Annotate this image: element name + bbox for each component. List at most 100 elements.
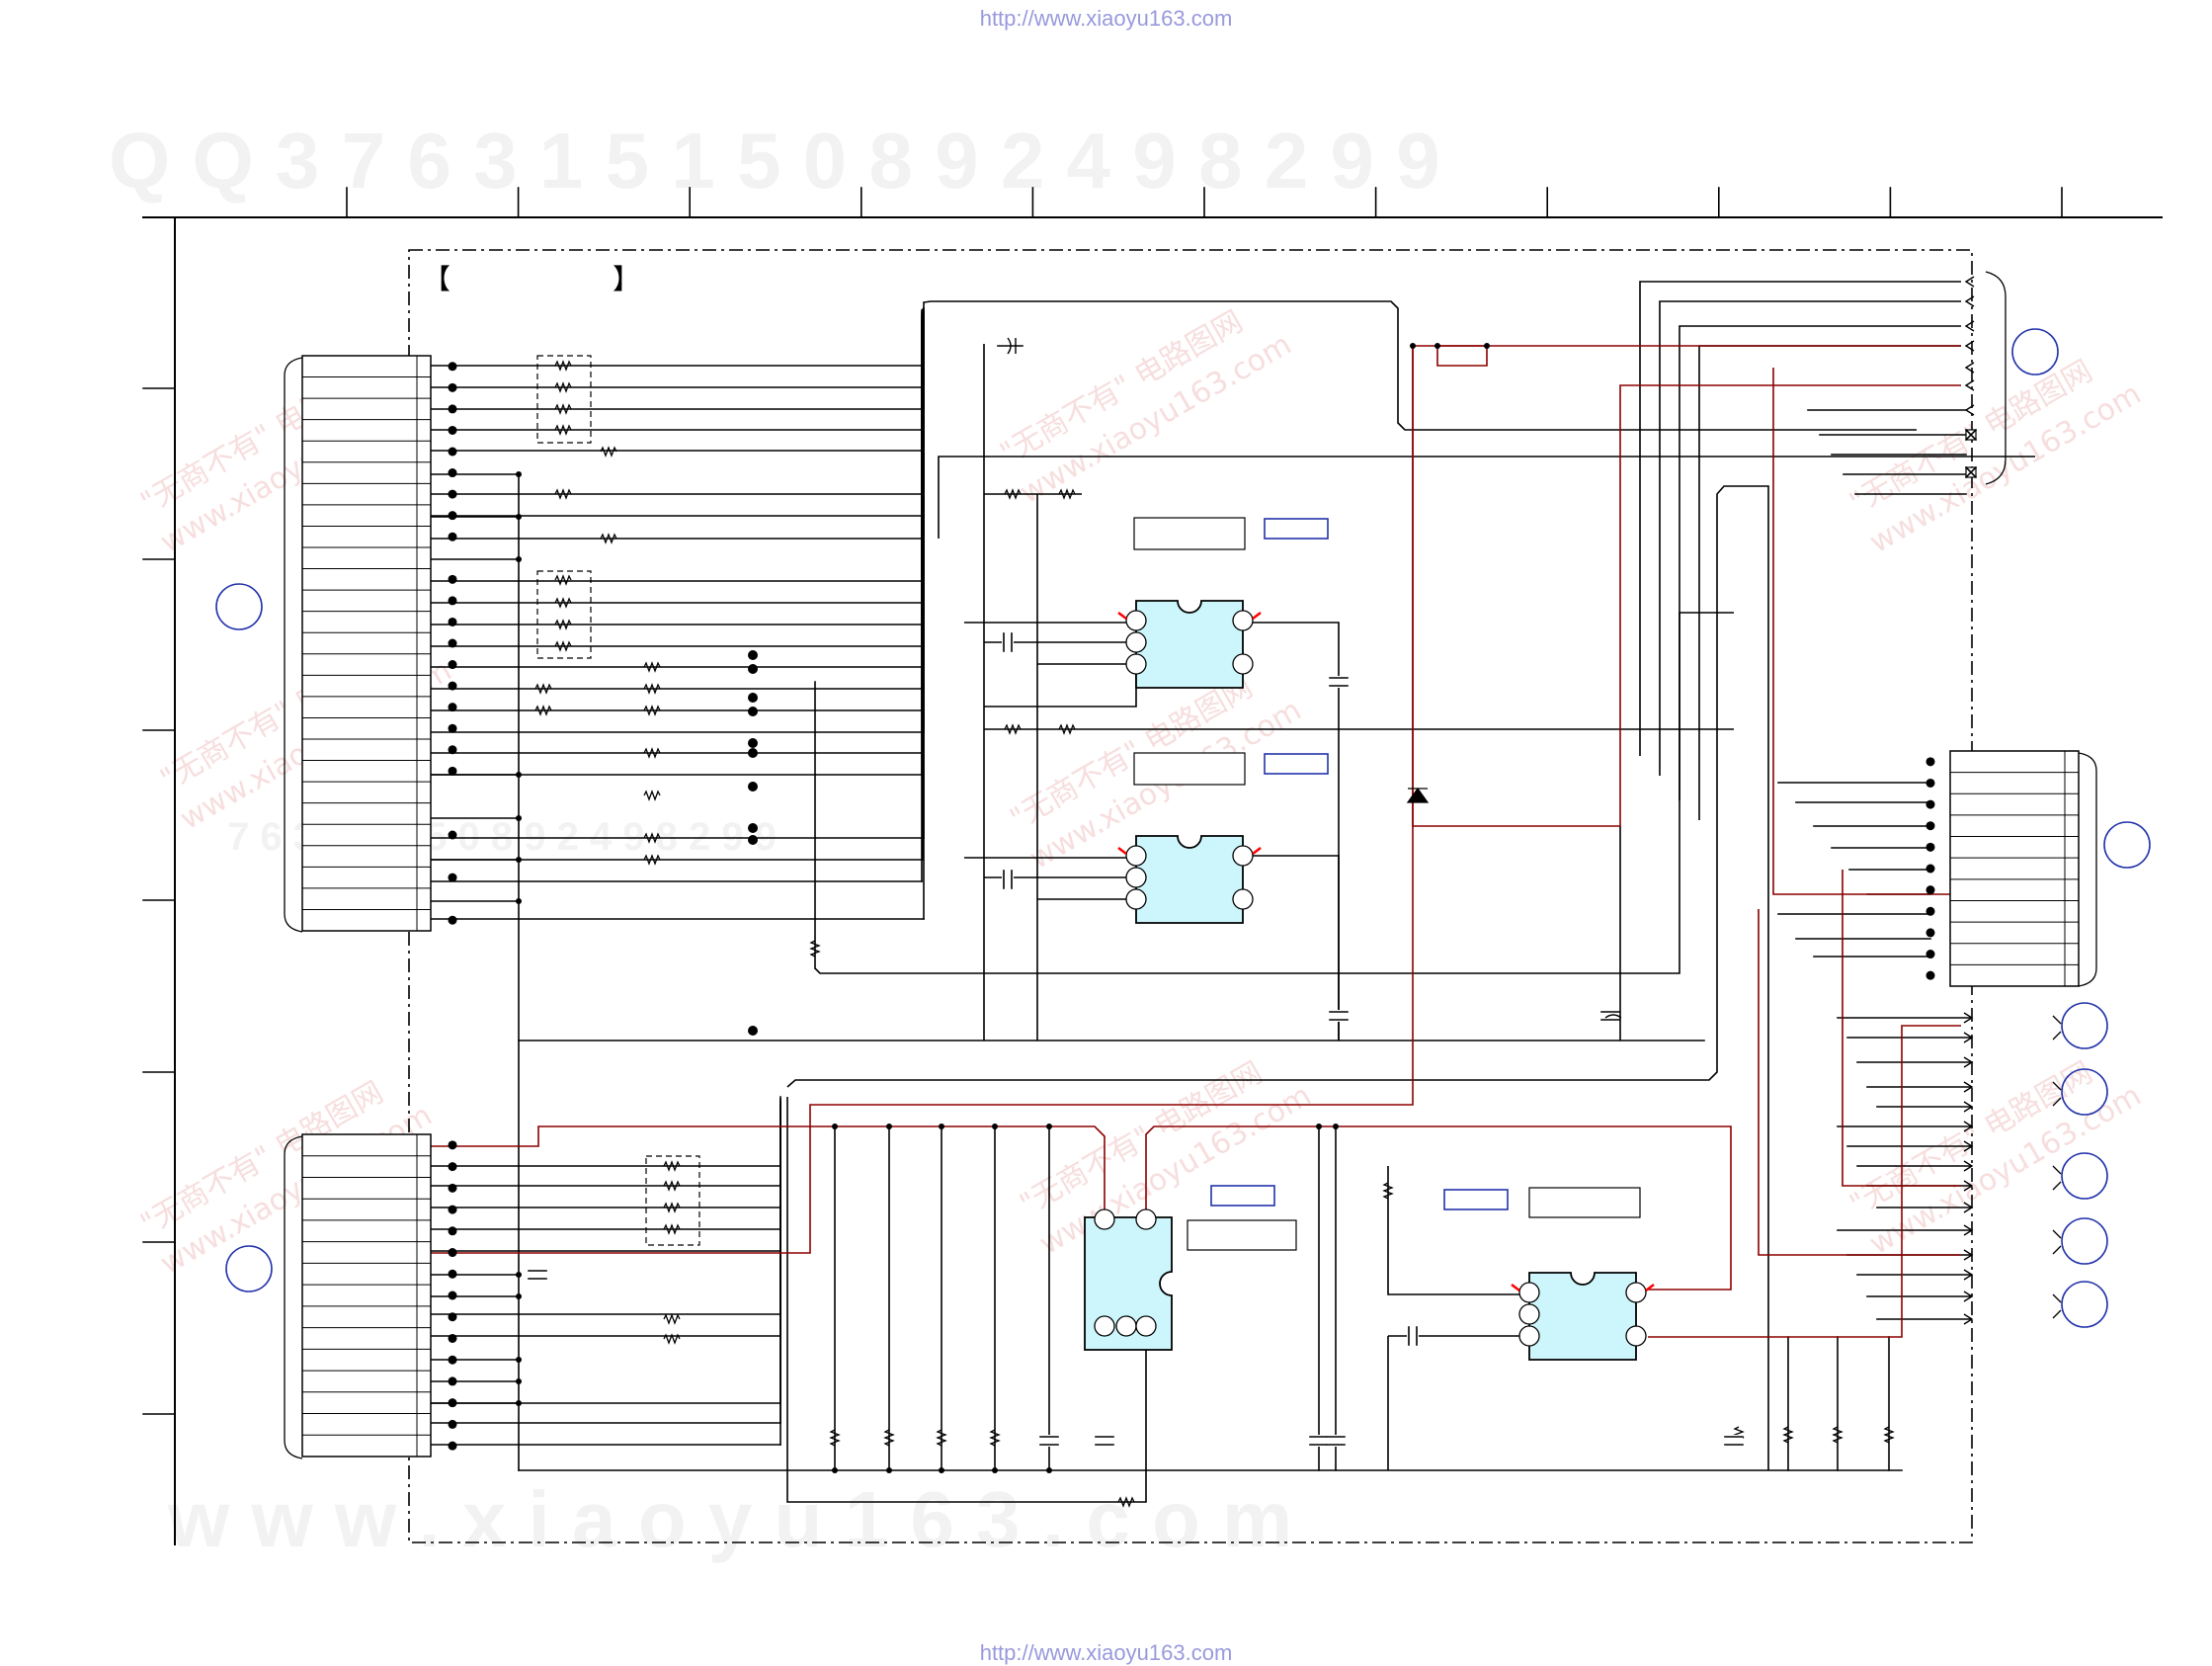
junction-dot xyxy=(448,468,457,478)
resistor xyxy=(554,403,572,415)
resistor xyxy=(643,705,661,716)
capacitor-gap xyxy=(1002,871,1014,888)
junction-dot xyxy=(448,382,457,392)
junction-dot xyxy=(1925,842,1935,852)
junction-dot xyxy=(448,1333,457,1343)
pin-arrow xyxy=(1252,847,1262,855)
marker-bracket xyxy=(2052,1293,2062,1319)
terminal-arrow xyxy=(1963,1081,1974,1093)
capacitor-gap xyxy=(1407,1327,1419,1345)
junction-dot xyxy=(448,532,457,541)
junction-dot xyxy=(1925,950,1935,959)
resistor xyxy=(1004,723,1022,735)
ic-op-amp-2 xyxy=(1135,835,1244,924)
footer-url[interactable]: http://www.xiaoyu163.com xyxy=(979,1640,1233,1665)
junction-dot xyxy=(516,514,522,520)
power-net xyxy=(1436,345,1488,367)
ic-pin xyxy=(1094,1315,1115,1337)
signal-line xyxy=(1243,855,1340,1041)
resistor xyxy=(663,1313,681,1325)
junction-dot xyxy=(1925,778,1935,788)
ic-pin xyxy=(1125,888,1147,910)
junction-dot xyxy=(748,823,758,833)
junction-dot xyxy=(516,1272,522,1278)
terminal-x xyxy=(1964,428,1978,442)
junction-dot xyxy=(448,638,457,648)
junction-dot xyxy=(1410,343,1416,349)
junction-dot xyxy=(448,425,457,435)
resistor xyxy=(663,1160,681,1172)
watermark-bottom-text: w w w . x i a o y u 1 6 3 . c o m xyxy=(167,1475,1292,1563)
resistor xyxy=(1058,488,1076,500)
junction-dot xyxy=(886,1467,892,1473)
terminal-x xyxy=(1964,465,1978,479)
junction-dot xyxy=(448,511,457,521)
resistor xyxy=(554,574,572,586)
reference-marker xyxy=(2061,1068,2108,1116)
board-bracket-left: 【 xyxy=(423,263,451,295)
junction-dot xyxy=(448,1419,457,1429)
pin-arrow xyxy=(1117,847,1127,855)
junction-dot xyxy=(1046,1124,1052,1129)
resistor xyxy=(600,446,617,458)
junction-dot xyxy=(1333,1124,1339,1129)
terminal-arrow xyxy=(1964,295,1975,307)
reference-marker xyxy=(2061,1152,2108,1200)
junction-dot xyxy=(748,1026,758,1036)
connector-brace xyxy=(2078,752,2097,987)
signal-line xyxy=(1698,345,1961,820)
resistor xyxy=(554,619,572,630)
signal-line xyxy=(1639,281,1961,756)
marker-bracket xyxy=(2052,1015,2062,1041)
ic-pin xyxy=(1115,1315,1137,1337)
ic-pin xyxy=(1518,1303,1540,1325)
terminal-arrow xyxy=(1963,1121,1974,1132)
header-url[interactable]: http://www.xiaoyu163.com xyxy=(979,6,1233,31)
junction-dot xyxy=(448,681,457,691)
ic-pin xyxy=(1135,1315,1157,1337)
junction-dot xyxy=(939,1467,944,1473)
connector-brace xyxy=(284,357,303,933)
junction-dot xyxy=(748,693,758,703)
resistor xyxy=(1883,1426,1895,1444)
junction-dot xyxy=(1046,1467,1052,1473)
reference-marker xyxy=(2061,1002,2108,1049)
capacitor-gap xyxy=(1330,1010,1348,1022)
ic-pin xyxy=(1518,1282,1540,1303)
resistor xyxy=(643,790,661,801)
resistor xyxy=(663,1180,681,1192)
resistor xyxy=(554,381,572,393)
junction-dot xyxy=(448,873,457,882)
junction-dot xyxy=(448,1162,457,1172)
terminal-arrow xyxy=(1963,1101,1974,1113)
ic-pin xyxy=(1625,1282,1647,1303)
junction-dot xyxy=(1925,799,1935,809)
junction-dot xyxy=(748,707,758,716)
ic-pin xyxy=(1094,1208,1115,1230)
capacitor-gap xyxy=(1330,676,1348,688)
ic-pin xyxy=(1232,610,1254,631)
junction-dot xyxy=(992,1467,998,1473)
capacitor-gap xyxy=(1002,633,1014,651)
junction-dot xyxy=(448,574,457,584)
junction-dot xyxy=(448,489,457,499)
reference-box xyxy=(1210,1185,1275,1207)
connector-brace xyxy=(284,1135,303,1459)
junction-dot xyxy=(886,1124,892,1129)
signal-line xyxy=(1243,622,1340,1041)
signal-line xyxy=(814,612,1734,974)
power-net xyxy=(1413,384,1961,827)
junction-dot xyxy=(448,1312,457,1322)
junction-dot xyxy=(516,1378,522,1384)
junction-dot xyxy=(1925,906,1935,916)
watermark-top-digits: Q Q 3 7 6 3 1 5 1 5 0 8 9 2 4 9 8 2 9 9 xyxy=(109,117,1440,205)
resistor xyxy=(554,424,572,436)
terminal-arrow xyxy=(1964,404,1975,416)
ic-pin xyxy=(1125,653,1147,675)
junction-dot xyxy=(748,782,758,791)
ic-op-amp-3 xyxy=(1528,1272,1637,1361)
junction-dot xyxy=(448,447,457,457)
ic-pin xyxy=(1232,653,1254,675)
marker-bracket xyxy=(2052,1229,2062,1255)
reference-marker xyxy=(2103,821,2151,869)
